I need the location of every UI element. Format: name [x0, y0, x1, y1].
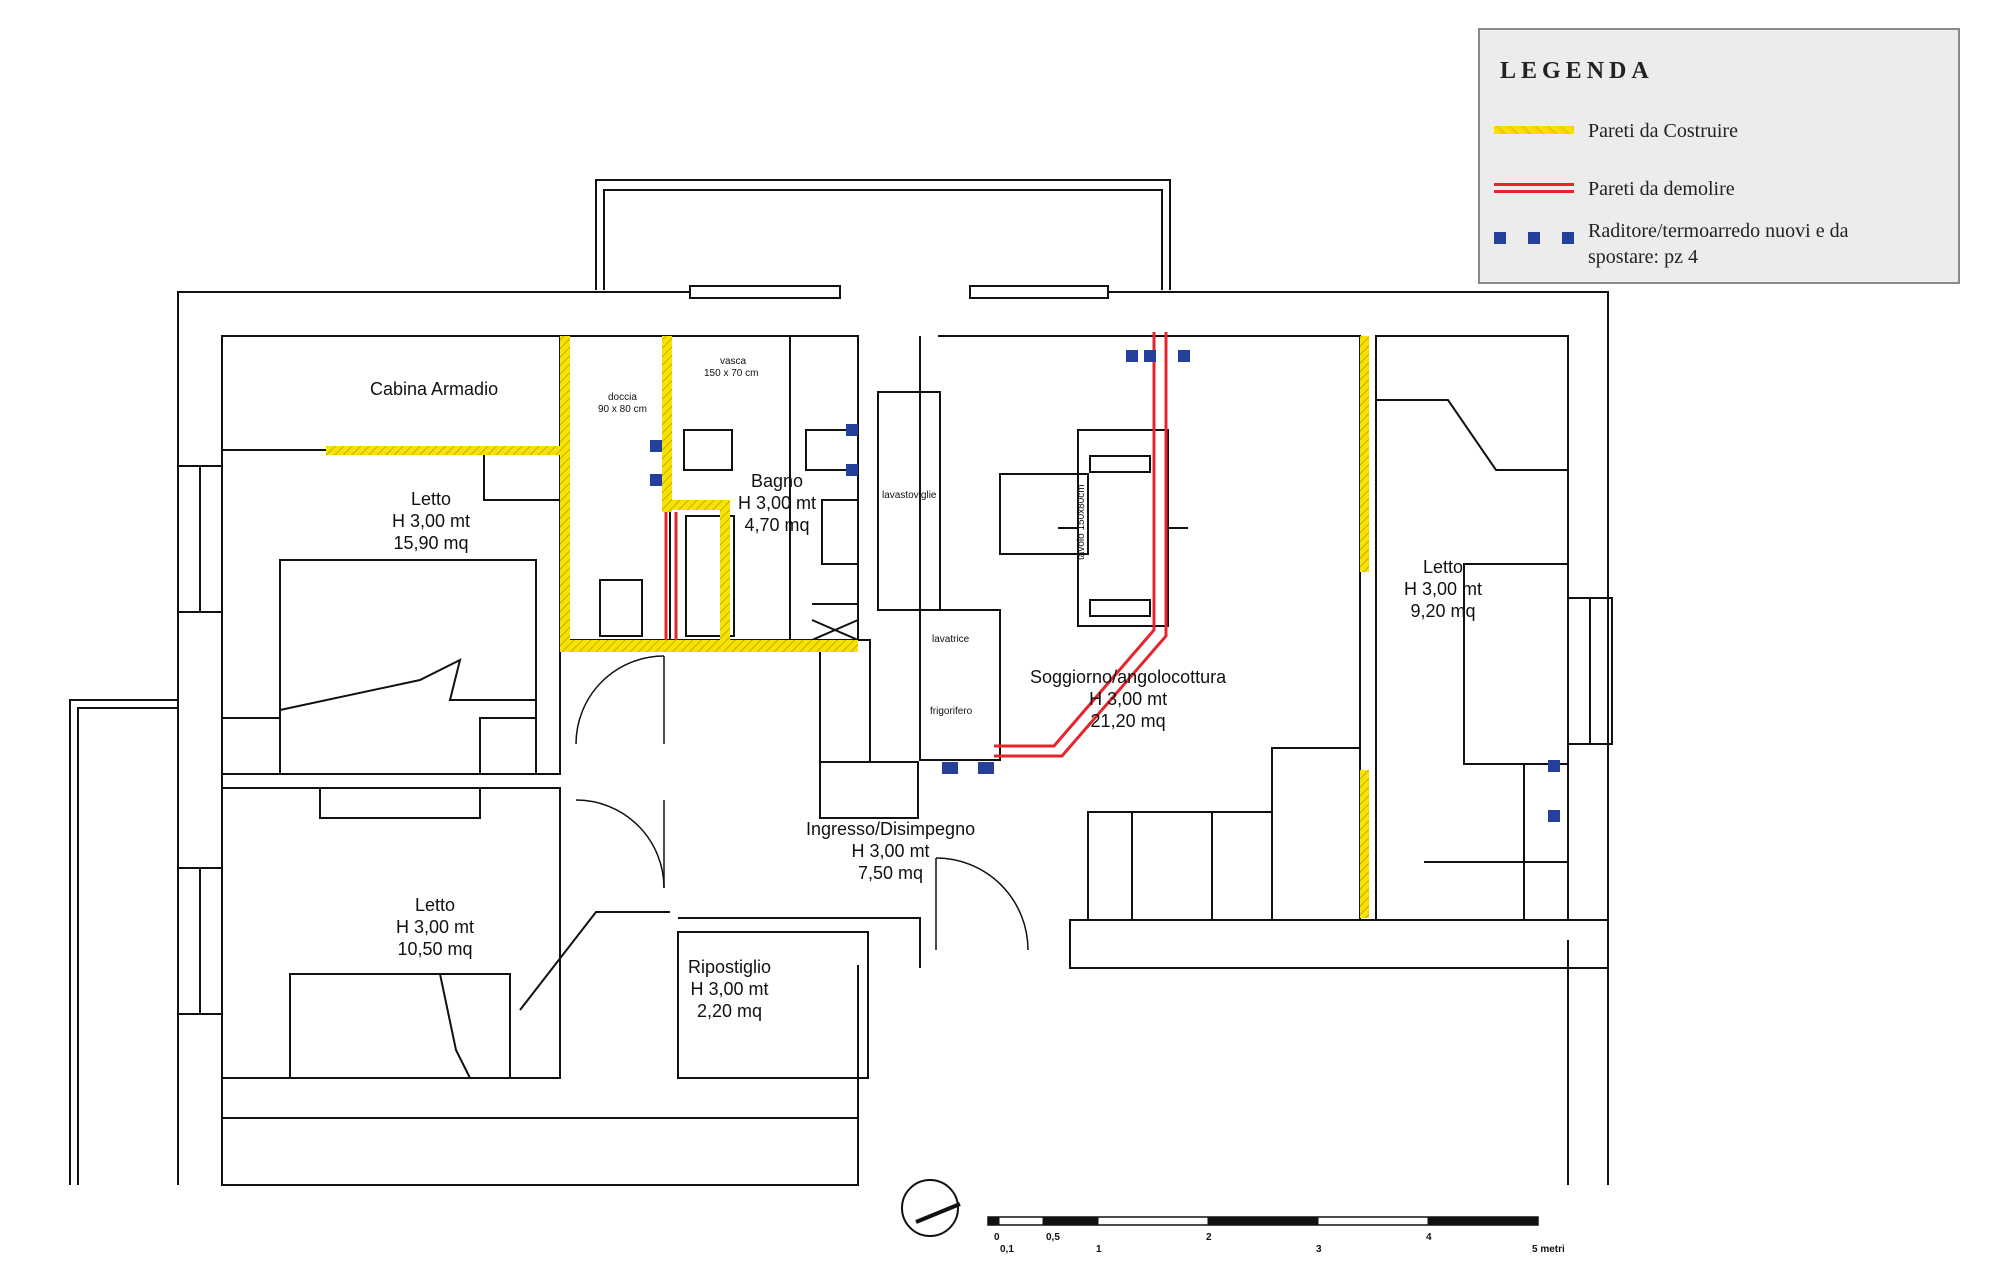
door-arc: [575, 655, 665, 745]
outer-wall: [177, 291, 690, 1185]
label-lavastoviglie: lavastoviglie: [882, 490, 937, 501]
yellow-hatch-icon: [1494, 126, 1574, 134]
label-tavolo: tavolo 150x80cm: [1076, 484, 1087, 560]
legend-label: Pareti da demolire: [1588, 178, 1735, 200]
legend-item-new-wall: Pareti da Costruire: [1494, 118, 1738, 144]
scale-tick: 0: [994, 1232, 1000, 1243]
compass: [901, 1179, 961, 1237]
scale-tick: 4: [1426, 1232, 1432, 1243]
red-double-line-icon: [1494, 183, 1574, 193]
legend-item-demolish: Pareti da demolire: [1494, 176, 1735, 202]
label-vasca: vasca: [720, 356, 747, 367]
scale-tick: 0,1: [1000, 1244, 1014, 1255]
label-vasca-size: 150 x 70 cm: [704, 368, 759, 379]
legend-label: Pareti da Costruire: [1588, 120, 1738, 142]
legend-label: Raditore/termoarredo nuovi e da spostare…: [1588, 220, 1849, 268]
label-lavatrice: lavatrice: [932, 634, 970, 645]
scale-tick: 2: [1206, 1232, 1212, 1243]
radiator-squares-icon: [1494, 232, 1574, 244]
radiator: [1126, 350, 1138, 362]
label-doccia: doccia: [608, 392, 637, 403]
new-wall: [326, 446, 560, 455]
scale-tick: 3: [1316, 1244, 1322, 1255]
scale-bar: [987, 1216, 1539, 1226]
label-doccia-size: 90 x 80 cm: [598, 404, 647, 415]
scale-tick: 0,5: [1046, 1232, 1060, 1243]
legend-title: LEGENDA: [1500, 58, 1654, 84]
legend-item-radiator: Raditore/termoarredo nuovi e da spostare…: [1494, 218, 1914, 270]
label-frigorifero: frigorifero: [930, 706, 973, 717]
scale-tick: 5 metri: [1532, 1244, 1565, 1255]
scale-tick: 1: [1096, 1244, 1102, 1255]
legend: LEGENDA Pareti da Costruire Pareti da de…: [1478, 28, 1960, 284]
room-cabina-armadio: Cabina Armadio: [370, 379, 499, 399]
terrace-outline: [595, 179, 1171, 290]
